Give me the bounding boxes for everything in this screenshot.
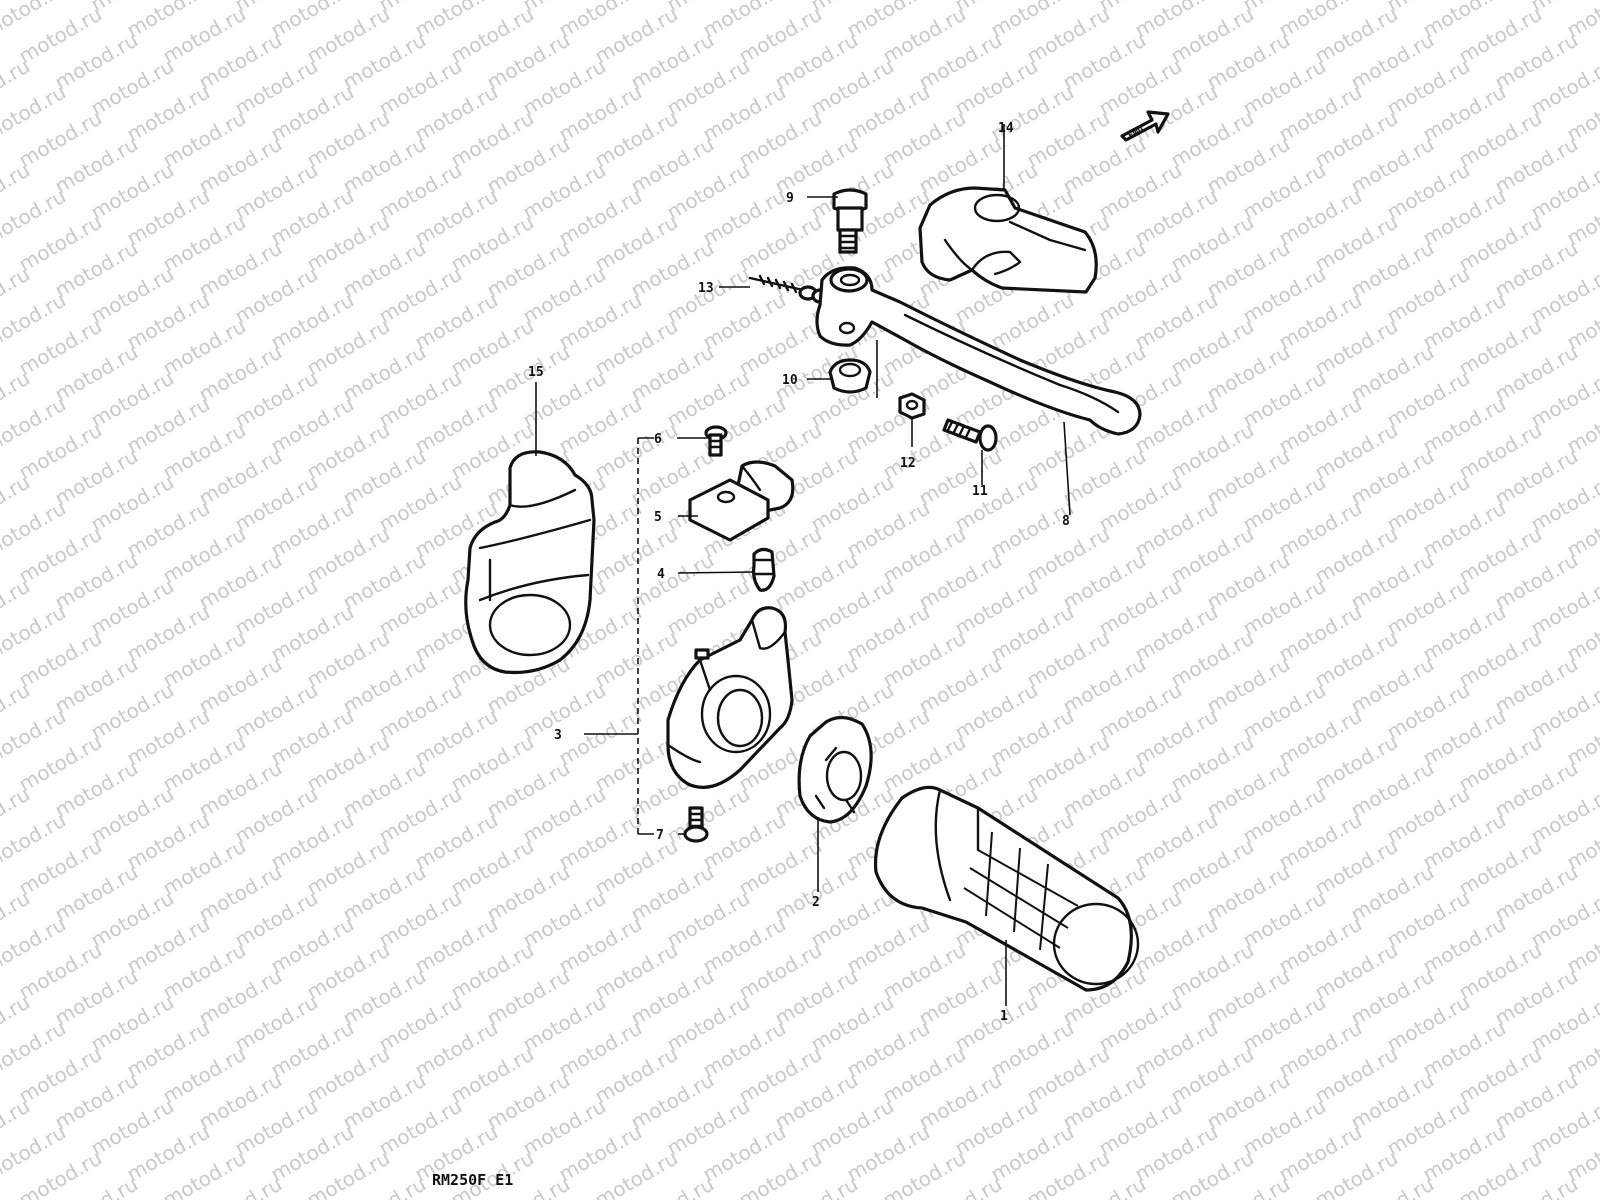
callout-4: 4 [657, 567, 665, 582]
callout-1: 1 [1000, 1009, 1008, 1024]
callout-5: 5 [654, 510, 662, 525]
callout-9: 9 [786, 191, 794, 206]
callout-10: 10 [782, 373, 798, 388]
callout-7: 7 [656, 828, 664, 843]
leader-lines [535, 124, 1071, 1006]
part-12-nut [898, 392, 926, 420]
callout-13: 13 [698, 281, 714, 296]
part-6-screw [704, 425, 728, 457]
part-9-pivot-bolt [832, 188, 868, 254]
callout-6: 6 [654, 432, 662, 447]
part-4-clip [752, 547, 776, 592]
part-2-guide-ring [797, 715, 873, 824]
part-8-clutch-lever [815, 266, 1142, 436]
part-3-lever-holder [666, 606, 794, 789]
callout-labels: 14 9 13 10 12 11 8 15 6 5 4 3 7 2 1 [528, 121, 1070, 1024]
callout-2: 2 [812, 895, 820, 910]
callout-15: 15 [528, 365, 544, 380]
callout-14: 14 [998, 121, 1014, 136]
part-11-screw [942, 418, 998, 452]
part-10-collar [828, 358, 872, 394]
part-1-grip [873, 785, 1140, 992]
callout-3: 3 [554, 728, 562, 743]
callout-12: 12 [900, 456, 916, 471]
part-14-lever-cover [918, 186, 1098, 294]
part-5-plate [688, 460, 795, 542]
callout-8: 8 [1062, 514, 1070, 529]
callout-11: 11 [972, 484, 988, 499]
model-label: RM250F E1 [432, 1171, 513, 1189]
part-15-switch-cover [464, 450, 596, 675]
